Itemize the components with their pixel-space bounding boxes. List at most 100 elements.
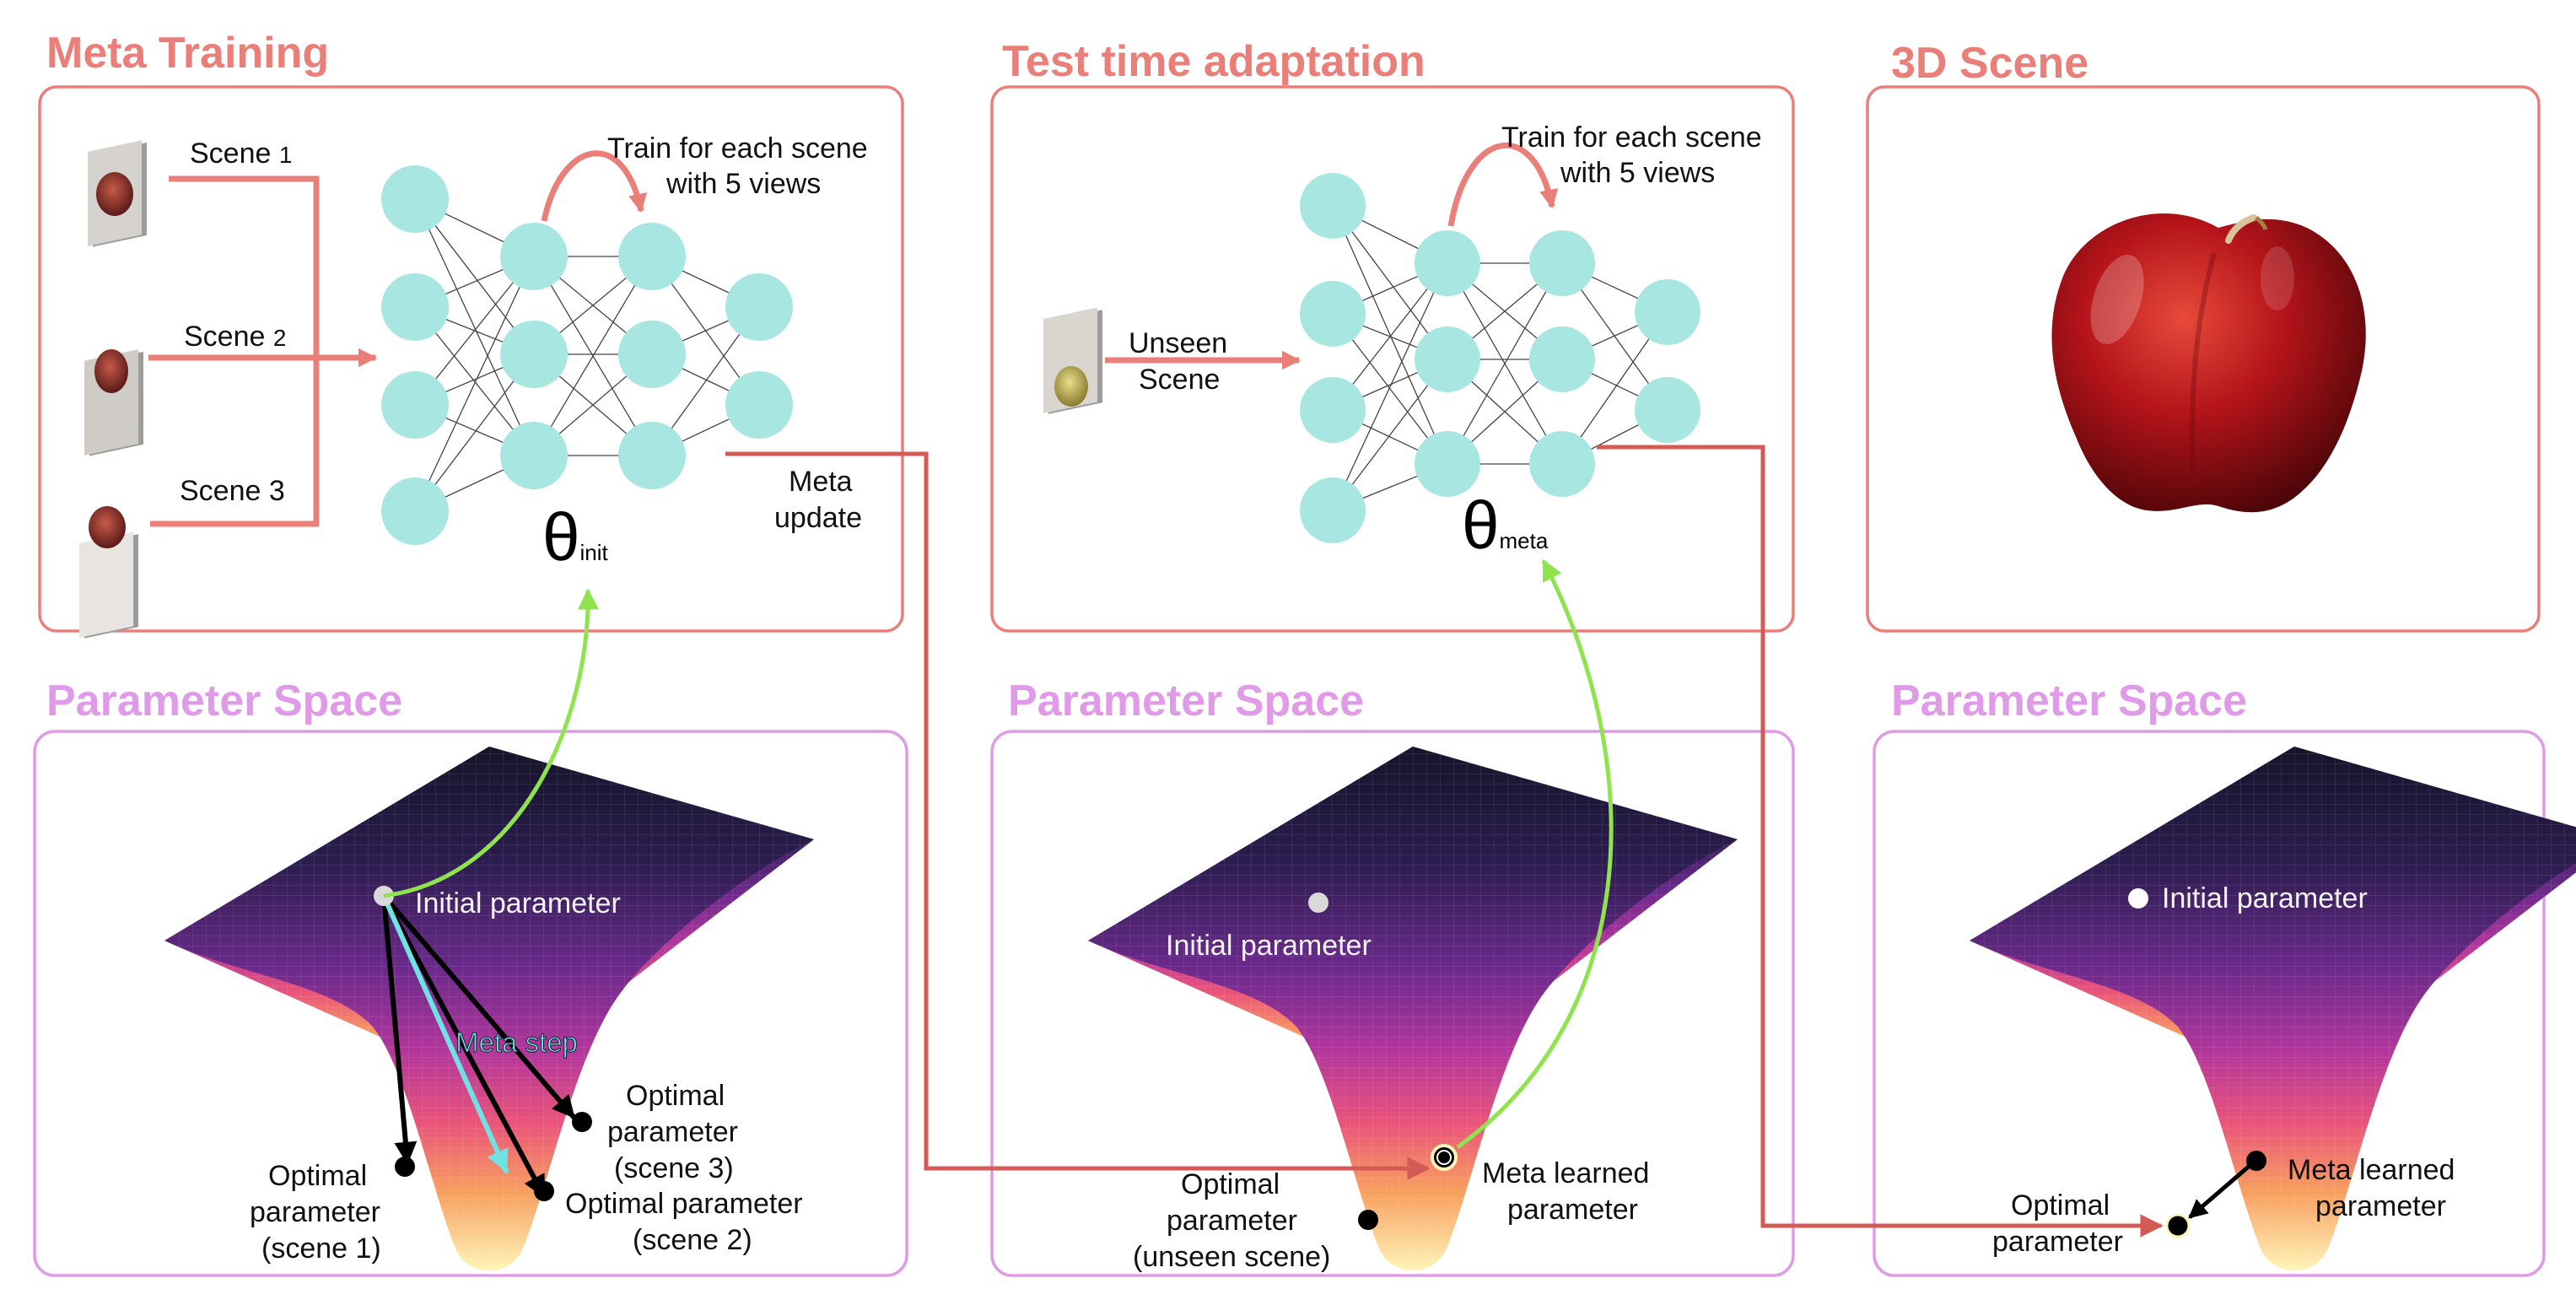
scene-2-thumbnail: [84, 349, 143, 456]
scene-3-thumbnail: [79, 506, 138, 639]
network-node: [1635, 377, 1700, 443]
meta-learned-label-2-line1: Meta learned: [1482, 1157, 1649, 1189]
network-node: [1300, 173, 1366, 239]
network-edge: [414, 256, 535, 512]
meta-learned-label-3-line2: parameter: [2315, 1190, 2446, 1222]
initial-parameter-point-3: [2128, 888, 2148, 909]
meta-step-label: Meta step: [455, 1027, 578, 1058]
network-node: [1300, 477, 1366, 543]
title-parameter-space-3: Parameter Space: [1891, 677, 2247, 725]
network-node: [1529, 326, 1595, 392]
scene-3-label: Scene 3: [180, 475, 285, 507]
meta-theta-arrow: [1456, 558, 1614, 1150]
network-node: [618, 422, 686, 489]
opt-label-3-line2: parameter: [1992, 1226, 2123, 1258]
train-loop-arrow-2: [1447, 143, 1559, 227]
network-node: [500, 321, 568, 388]
network-node: [1529, 431, 1595, 497]
network-node: [381, 477, 449, 545]
network-node: [1300, 377, 1366, 443]
network-node: [1300, 281, 1366, 347]
network-edge: [1332, 262, 1448, 511]
scene-1-thumbnail: [88, 140, 147, 247]
network-node: [1415, 230, 1480, 296]
network-node: [500, 223, 568, 290]
scene-2-label: Scene 2: [184, 321, 286, 353]
meta-training-trajectories: [381, 893, 576, 1199]
optimal-point-scene1: [395, 1157, 415, 1177]
meta-learned-point-2-inner: [1436, 1150, 1452, 1165]
title-parameter-space-1: Parameter Space: [46, 677, 402, 725]
network-node: [1635, 279, 1700, 345]
opt1-label-2: parameter: [250, 1196, 380, 1228]
train-label-1-line1: Train for each scene: [607, 132, 868, 164]
init-theta-arrow: [383, 588, 599, 898]
theta-meta: θmeta: [1462, 488, 1549, 563]
initial-parameter-label-2: Initial parameter: [1166, 930, 1372, 962]
scene3d-panel: [1866, 85, 2541, 633]
optimal-point-scene2: [534, 1181, 554, 1201]
network-node: [725, 273, 793, 341]
opt1-label-1: Optimal: [268, 1160, 367, 1192]
meta-update-label-2: update: [774, 502, 862, 534]
train-loop-arrow-1: [541, 150, 648, 222]
optimal-point-scene3: [572, 1112, 592, 1132]
network-node: [725, 371, 793, 439]
scene-1-label: Scene 1: [190, 138, 292, 170]
train-label-2-line2: with 5 views: [1560, 157, 1715, 189]
title-3d-scene: 3D Scene: [1891, 39, 2088, 88]
opt3-label-2: parameter: [607, 1116, 738, 1148]
opt3-label-1: Optimal: [626, 1080, 725, 1112]
opt2-label-2: (scene 2): [633, 1224, 752, 1256]
test-time-arrow: [1597, 445, 2164, 1238]
opt-unseen-label-2: parameter: [1167, 1205, 1297, 1237]
meta-update-arrow: [725, 451, 1431, 1180]
title-test-time-adaptation: Test time adaptation: [1002, 37, 1425, 86]
adaptation-arrow-3: [2188, 1163, 2252, 1219]
network-edge: [1332, 205, 1448, 465]
title-parameter-space-2: Parameter Space: [1008, 677, 1364, 725]
neural-network-meta: [1300, 173, 1700, 543]
opt-label-3-line1: Optimal: [2011, 1189, 2110, 1222]
neural-network-init: [381, 165, 793, 545]
opt-unseen-label-1: Optimal: [1181, 1168, 1280, 1200]
train-label-1-line2: with 5 views: [666, 168, 821, 200]
opt2-label-1: Optimal parameter: [565, 1188, 803, 1220]
meta-training-panel: [38, 85, 904, 633]
initial-parameter-label-3: Initial parameter: [2162, 882, 2368, 914]
network-node: [1415, 431, 1480, 497]
optimal-point-unseen: [1358, 1210, 1378, 1230]
network-edge: [533, 256, 653, 456]
unseen-label-1: Unseen: [1129, 327, 1227, 359]
network-node: [618, 223, 686, 290]
apple-3d-render: [2051, 213, 2366, 513]
network-node: [381, 371, 449, 439]
meta-learned-point-3: [2246, 1151, 2266, 1171]
title-meta-training: Meta Training: [46, 29, 329, 78]
initial-parameter-label-1: Initial parameter: [415, 887, 621, 920]
meta-learned-label-2-line2: parameter: [1507, 1194, 1638, 1226]
network-node: [500, 422, 568, 489]
meta-update-label-1: Meta: [789, 466, 853, 498]
network-node: [1529, 230, 1595, 296]
optimal-point-3: [2165, 1213, 2191, 1238]
opt3-label-3: (scene 3): [614, 1152, 734, 1184]
opt1-label-3: (scene 1): [261, 1232, 381, 1265]
unseen-scene-thumbnail: [1043, 307, 1102, 414]
scene-connectors: [148, 175, 378, 527]
network-node: [381, 273, 449, 341]
network-edge: [414, 198, 535, 456]
param-space-panel-1: [33, 730, 908, 1277]
opt-unseen-label-3: (unseen scene): [1133, 1241, 1330, 1273]
unseen-label-2: Scene: [1139, 364, 1220, 396]
param-space-panel-3: [1873, 730, 2546, 1277]
meta-learned-label-3-line1: Meta learned: [2288, 1154, 2455, 1186]
network-edge: [1447, 262, 1563, 465]
train-label-2-line1: Train for each scene: [1501, 121, 1762, 154]
network-node: [618, 321, 686, 388]
test-time-panel: [990, 85, 1795, 633]
param-space-panel-2: [990, 730, 1795, 1277]
network-node: [381, 165, 449, 233]
initial-parameter-point-2: [1308, 893, 1328, 913]
